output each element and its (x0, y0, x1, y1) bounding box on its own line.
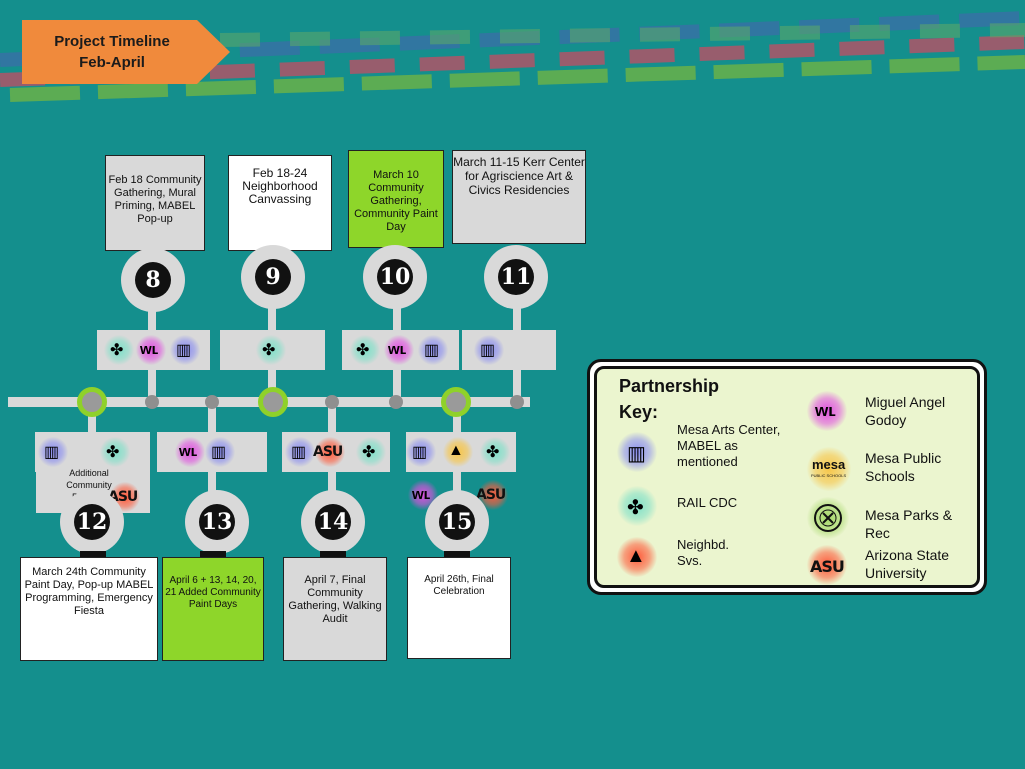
asu-icon: ASU (476, 480, 508, 510)
neighborhood-services-icon: ▲ (617, 537, 657, 577)
milestone-12-card: March 24th Community Paint Day, Pop-up M… (20, 557, 158, 661)
milestone-8-number: 8 (135, 262, 171, 298)
milestone-10-text: March 10 Community Gathering, Community … (354, 169, 438, 233)
header-badge: Project Timeline Feb-April (22, 20, 230, 84)
milestone-8-node: 8 (121, 248, 185, 312)
key-label-mesa-parks-rec: Mesa Parks & Rec (865, 507, 953, 541)
title-line-2: Feb-April (79, 54, 145, 71)
mabel-icon: ▥ (205, 437, 235, 467)
milestone-8-text: Feb 18 Community Gathering, Mural Primin… (108, 174, 202, 225)
bar-dot (389, 395, 403, 409)
mesa-parks-rec-icon (807, 497, 849, 539)
mabel-icon: ▥ (418, 335, 448, 365)
key-label-neighborhood-services: Neighbd. Svs. (677, 537, 730, 568)
rail-cdc-icon: ✤ (617, 486, 657, 526)
milestone-12-text: March 24th Community Paint Day, Pop-up M… (24, 566, 154, 617)
key-label-mesa-public-schools: Mesa Public Schools (865, 450, 942, 484)
milestone-11-text: March 11-15 Kerr Center for Agriscience … (453, 155, 585, 197)
milestone-15-text: April 26th, Final Celebration (424, 574, 494, 597)
title-line-1: Project Timeline (54, 33, 170, 50)
bar-ring (77, 387, 107, 417)
page-title: Project Timeline Feb-April (32, 31, 192, 73)
mesa-logo-text: mesa (812, 457, 846, 472)
bar-ring (258, 387, 288, 417)
tag-13 (200, 551, 226, 559)
milestone-14-text: April 7, Final Community Gathering, Walk… (288, 574, 382, 625)
milestone-10-number: 10 (377, 259, 413, 295)
milestone-14-number: 14 (315, 504, 351, 540)
partnership-key: Partnership Key: ▥ Mesa Arts Center, MAB… (587, 359, 987, 595)
bar-dot (510, 395, 524, 409)
rail-cdc-icon: ✤ (100, 437, 130, 467)
milestone-10-node: 10 (363, 245, 427, 309)
milestone-13-text: April 6 + 13, 14, 20, 21 Added Community… (165, 575, 261, 610)
milestone-12-number: 12 (74, 504, 110, 540)
milestone-10-card: March 10 Community Gathering, Community … (348, 150, 444, 248)
key-label-rail-cdc: RAIL CDC (677, 495, 738, 510)
key-label-miguel-angel-godoy: Miguel Angel Godoy (865, 394, 946, 428)
milestone-9-card: Feb 18-24 Neighborhood Canvassing (228, 155, 332, 251)
tag-12 (80, 551, 106, 559)
milestone-9-node: 9 (241, 245, 305, 309)
milestone-13-number: 13 (199, 504, 235, 540)
milestone-14-node: 14 (301, 490, 365, 554)
rail-cdc-icon: ✤ (350, 335, 380, 365)
key-title-line-2: Key: (619, 402, 659, 422)
bar-dot (145, 395, 159, 409)
mabel-icon: ▥ (285, 437, 315, 467)
key-title: Partnership Key: (619, 373, 719, 425)
milestone-14-card: April 7, Final Community Gathering, Walk… (283, 557, 387, 661)
miguel-angel-godoy-icon: ᴡʟ (136, 335, 166, 365)
milestone-11-node: 11 (484, 245, 548, 309)
rail-cdc-icon: ✤ (256, 335, 286, 365)
parks-logo (814, 504, 842, 532)
miguel-angel-godoy-icon: ᴡʟ (384, 335, 414, 365)
rail-cdc-icon: ✤ (480, 437, 510, 467)
rail-cdc-icon: ✤ (104, 335, 134, 365)
mabel-icon: ▥ (406, 437, 436, 467)
partnership-key-inner: Partnership Key: ▥ Mesa Arts Center, MAB… (594, 366, 980, 588)
header-arrow (22, 20, 230, 84)
asu-icon: ASU (313, 437, 345, 467)
key-title-line-1: Partnership (619, 376, 720, 396)
milestone-15-card: April 26th, Final Celebration (407, 557, 511, 659)
miguel-angel-godoy-icon: ᴡʟ (175, 437, 205, 467)
mabel-icon: ▥ (170, 335, 200, 365)
milestone-15-number: 15 (439, 504, 475, 540)
rail-cdc-icon: ✤ (356, 437, 386, 467)
mabel-icon: ▥ (38, 437, 68, 467)
bar-dot (325, 395, 339, 409)
mabel-icon: ▥ (474, 335, 504, 365)
milestone-13-card: April 6 + 13, 14, 20, 21 Added Community… (162, 557, 264, 661)
tag-14 (320, 551, 346, 559)
milestone-8-card: Feb 18 Community Gathering, Mural Primin… (105, 155, 205, 251)
mabel-icon: ▥ (617, 432, 657, 472)
bar-ring (441, 387, 471, 417)
milestone-9-text: Feb 18-24 Neighborhood Canvassing (242, 166, 318, 206)
milestone-13-node: 13 (185, 490, 249, 554)
milestone-9-number: 9 (255, 259, 291, 295)
mesa-logo-sub: PUBLIC SCHOOLS (811, 473, 847, 478)
milestone-11-number: 11 (498, 259, 534, 295)
key-label-mabel: Mesa Arts Center, MABEL as mentioned (677, 422, 781, 469)
asu-icon: ASU (807, 545, 847, 585)
bar-dot (205, 395, 219, 409)
neighborhood-services-icon: ▲ (443, 437, 473, 467)
milestone-15-node: 15 (425, 490, 489, 554)
milestone-12-node: 12 (60, 490, 124, 554)
miguel-angel-godoy-icon: ᴡʟ (807, 391, 847, 431)
milestone-11-card: March 11-15 Kerr Center for Agriscience … (452, 150, 586, 244)
key-label-asu: Arizona State University (865, 547, 950, 581)
mesa-public-schools-icon: mesa PUBLIC SCHOOLS (807, 447, 851, 491)
tag-15 (444, 551, 470, 559)
